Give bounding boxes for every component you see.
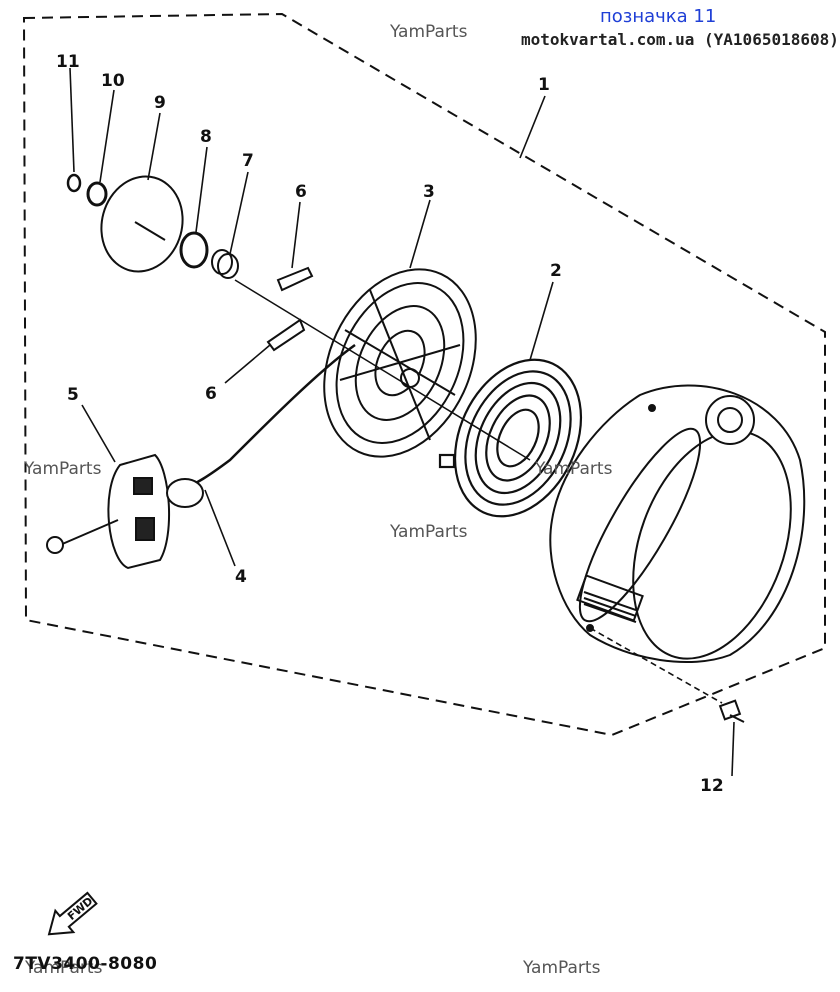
sheave-drum-part — [323, 268, 477, 458]
assembly-axis-line — [234, 279, 531, 461]
watermark-middle: YamParts — [390, 522, 468, 542]
callout-5: 5 — [67, 385, 79, 405]
washer-small-part — [86, 181, 108, 207]
spiral-spring-part — [438, 358, 583, 518]
callout-6-lower: 6 — [205, 384, 217, 404]
spring-part — [211, 249, 239, 279]
circlip-part — [66, 173, 82, 193]
callout-4: 4 — [235, 567, 247, 587]
callout-9: 9 — [154, 93, 166, 113]
watermark-bottom-left: YamParts — [25, 958, 103, 978]
label-badge: позначка 11 — [600, 6, 717, 27]
drive-pawl-lower — [266, 318, 306, 352]
drive-plate-part — [100, 175, 184, 273]
bolt-part — [718, 699, 745, 723]
drive-pawl-upper — [276, 266, 314, 292]
washer-part — [179, 231, 209, 269]
callout-7: 7 — [242, 151, 254, 171]
callout-2: 2 — [550, 261, 562, 281]
assembly-boundary — [22, 12, 826, 737]
fwd-arrow-icon: FWD — [47, 891, 98, 936]
site-reference: motokvartal.com.ua (YA1065018608) — [521, 30, 839, 49]
watermark-bottom-right: YamParts — [523, 958, 601, 978]
starter-handle-part — [46, 453, 204, 570]
watermark-right: YamParts — [535, 459, 613, 479]
diagram-code: 7TV3400-8080 — [13, 954, 158, 974]
callout-10: 10 — [101, 71, 125, 91]
callout-1: 1 — [538, 75, 550, 95]
watermark-left: YamParts — [24, 459, 102, 479]
callout-3: 3 — [423, 182, 435, 202]
housing-part — [549, 384, 806, 664]
watermark-top: YamParts — [390, 22, 468, 42]
starter-rope-part — [179, 343, 356, 492]
callout-11: 11 — [56, 52, 80, 72]
callout-6-upper: 6 — [295, 182, 307, 202]
leader-lines — [69, 67, 735, 777]
callout-8: 8 — [200, 127, 212, 147]
callout-12: 12 — [700, 776, 724, 796]
